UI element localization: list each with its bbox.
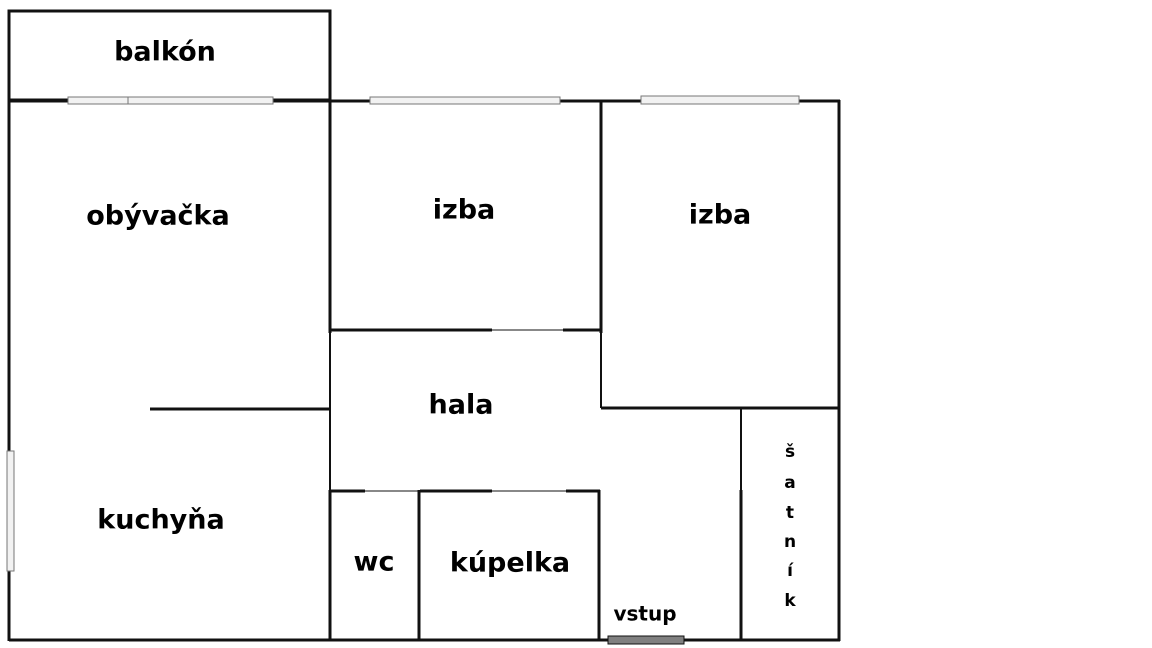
walls	[7, 9, 841, 642]
window-izba-1	[369, 96, 561, 105]
label-balkon: balkón	[114, 37, 216, 68]
windows	[6, 95, 800, 572]
label-satnik-letter: n	[784, 532, 796, 552]
label-satnik-letter: t	[786, 503, 794, 523]
label-hala: hala	[429, 390, 494, 421]
window-kitchen	[6, 450, 15, 572]
entrance-door	[607, 635, 685, 645]
window-living-left	[67, 96, 129, 105]
label-vstup: vstup	[613, 602, 676, 626]
label-izba-2: izba	[689, 200, 752, 231]
label-kupelka: kúpelka	[450, 548, 570, 579]
label-satnik: š a t n í k	[784, 442, 796, 611]
label-izba-1: izba	[433, 195, 496, 226]
label-satnik-letter: š	[785, 442, 795, 462]
label-satnik-letter: í	[787, 561, 794, 581]
window-living-right	[127, 96, 274, 105]
label-satnik-letter: a	[784, 473, 795, 493]
label-wc: wc	[354, 547, 395, 578]
label-obyvacka: obývačka	[86, 201, 229, 232]
label-kuchyna: kuchyňa	[97, 505, 224, 536]
label-satnik-letter: k	[784, 591, 796, 611]
window-izba-2	[640, 95, 800, 105]
